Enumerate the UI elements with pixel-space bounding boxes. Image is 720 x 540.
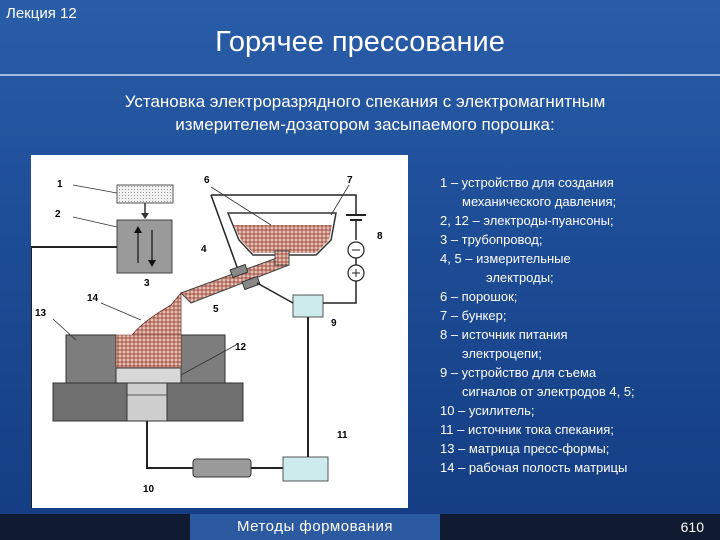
legend-item-cont: электроцепи; bbox=[462, 346, 542, 361]
label-7: 7 bbox=[347, 175, 353, 186]
label-14: 14 bbox=[87, 293, 99, 304]
wire-bottom bbox=[323, 281, 357, 304]
upper-electrode-box bbox=[116, 219, 173, 274]
footer-course-title: Методы формования bbox=[190, 514, 440, 540]
legend-item: 7 – бункер; bbox=[440, 308, 507, 323]
matrix-left-block bbox=[65, 334, 117, 384]
subtitle-line-1: Установка электроразрядного спекания с э… bbox=[124, 92, 606, 111]
matrix-right-block bbox=[180, 334, 226, 384]
leader-1 bbox=[72, 184, 118, 194]
leader-7 bbox=[330, 184, 350, 216]
label-1: 1 bbox=[57, 179, 63, 190]
page-title: Горячее прессование bbox=[215, 26, 505, 58]
subtitle: Установка электроразрядного спекания с э… bbox=[40, 90, 690, 136]
label-10: 10 bbox=[143, 484, 155, 495]
leader-2 bbox=[72, 216, 118, 228]
down-arrow-head bbox=[148, 260, 156, 267]
wire-top bbox=[211, 194, 357, 215]
label-11: 11 bbox=[337, 430, 348, 441]
subtitle-line-2: измерителем-дозатором засыпаемого порошк… bbox=[175, 115, 555, 134]
label-13: 13 bbox=[35, 308, 47, 319]
label-12: 12 bbox=[235, 342, 247, 353]
label-2: 2 bbox=[55, 209, 61, 220]
legend-item: 8 – источник питания bbox=[440, 327, 568, 342]
up-arrow-head bbox=[134, 226, 142, 233]
legend-item: 11 – источник тока спекания; bbox=[440, 422, 614, 437]
pressure-device bbox=[116, 184, 174, 204]
amplifier bbox=[192, 458, 252, 478]
legend: 1 – устройство для создания механическог… bbox=[440, 173, 710, 477]
legend-item: 10 – усилитель; bbox=[440, 403, 535, 418]
apparatus-diagram: 1 2 3 4 5 6 7 8 9 10 11 12 13 14 bbox=[30, 175, 383, 508]
wire-to-electrode-4 bbox=[210, 194, 238, 268]
legend-item-cont: электроды; bbox=[486, 270, 554, 285]
legend-item: 2, 12 – электроды-пуансоны; bbox=[440, 213, 614, 228]
current-source bbox=[282, 456, 329, 482]
bunker-powder bbox=[234, 225, 332, 253]
label-5: 5 bbox=[213, 304, 219, 315]
legend-item: 14 – рабочая полость матрицы bbox=[440, 460, 628, 475]
wire-electrode5-device9 bbox=[256, 282, 294, 304]
legend-item: 1 – устройство для создания bbox=[440, 175, 614, 190]
label-4: 4 bbox=[201, 244, 207, 255]
pressure-arrow bbox=[141, 213, 149, 219]
leader-14 bbox=[100, 302, 142, 321]
signal-device bbox=[292, 294, 324, 318]
measuring-electrode-4 bbox=[229, 263, 249, 279]
title-divider bbox=[0, 74, 720, 76]
legend-item: 13 – матрица пресс-формы; bbox=[440, 441, 610, 456]
leader-12 bbox=[180, 344, 237, 376]
lower-electrode bbox=[126, 382, 168, 422]
legend-item: 6 – порошок; bbox=[440, 289, 518, 304]
lower-punch bbox=[115, 367, 182, 384]
tube-outlet bbox=[274, 250, 290, 266]
footer-bar: Методы формования 610 bbox=[0, 514, 720, 540]
legend-item-cont: сигналов от электродов 4, 5; bbox=[462, 384, 635, 399]
measuring-electrode-5 bbox=[241, 275, 261, 291]
leader-13 bbox=[52, 318, 77, 341]
lecture-label: Лекция 12 bbox=[6, 5, 77, 22]
legend-item: 4, 5 – измерительные bbox=[440, 251, 571, 266]
wire-lower bbox=[146, 421, 193, 469]
label-3: 3 bbox=[144, 278, 150, 289]
label-8: 8 bbox=[377, 231, 383, 242]
legend-item-cont: механического давления; bbox=[462, 194, 617, 209]
leader-6 bbox=[210, 186, 272, 226]
label-6: 6 bbox=[204, 175, 210, 186]
diagram-panel: 1 2 3 4 5 6 7 8 9 10 11 12 13 14 bbox=[30, 155, 408, 508]
label-9: 9 bbox=[331, 318, 337, 329]
page-number: 610 bbox=[680, 519, 704, 535]
legend-item: 9 – устройство для съема bbox=[440, 365, 597, 380]
legend-item: 3 – трубопровод; bbox=[440, 232, 543, 247]
matrix-cavity bbox=[115, 334, 182, 371]
